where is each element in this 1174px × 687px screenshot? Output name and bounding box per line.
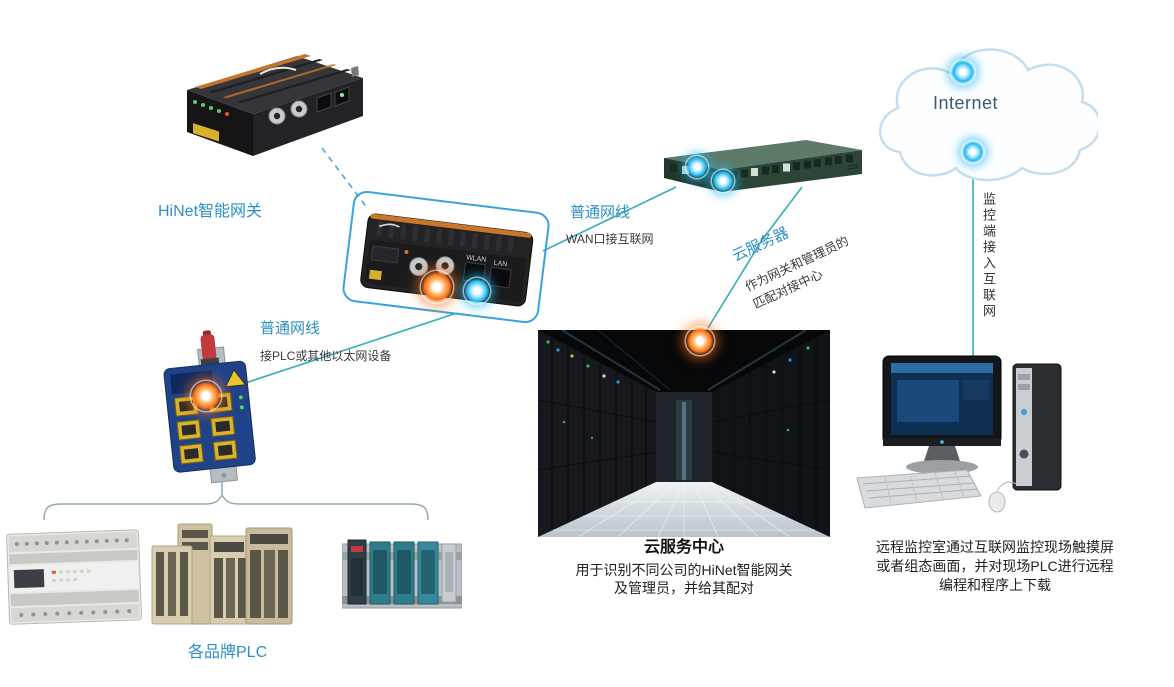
industrial-switch-illustration (163, 330, 256, 484)
keyboard (856, 469, 982, 509)
plc-white-illustration (6, 529, 142, 625)
rack-switch-illustration (664, 140, 862, 192)
internet-label: Internet (933, 93, 999, 113)
cloud-center-text: 云服务中心 用于识别不同公司的HiNet智能网关 及管理员，并给其配对 (538, 537, 830, 598)
line-gateway-to-switch (542, 186, 677, 252)
cable-label-top: 普通网线 (570, 204, 631, 221)
cloud-center-title: 云服务中心 (643, 539, 724, 556)
internet-cloud (866, 30, 1098, 208)
desktop-computer-illustration (856, 355, 1062, 513)
line-switch-to-gateway (205, 312, 458, 397)
remote-desc3: 编程和程序上下载 (939, 576, 1051, 593)
remote-desc2: 或者组态画面，并对现场PLC进行远程 (876, 557, 1114, 574)
terminal-block (368, 269, 382, 281)
warning-label (193, 123, 219, 142)
hinet-gateway-illustration (187, 54, 363, 156)
plc-brands-label: 各品牌PLC (188, 644, 268, 661)
rack-switch-device (660, 136, 865, 196)
server-room-illustration (538, 330, 830, 537)
gateway-highlight-box (340, 189, 552, 325)
cloud-illustration (879, 48, 1098, 182)
lan-port (488, 266, 512, 289)
dashed-callout-line (321, 147, 369, 210)
cloud-center-desc2: 及管理员，并给其配对 (614, 580, 754, 597)
plc-white-device (6, 524, 146, 629)
brand-logo-mark (259, 66, 297, 75)
line-servers-to-switch (699, 186, 803, 342)
lan-port-label: LAN (493, 260, 507, 269)
mouse (988, 491, 1006, 513)
plc-group-brace (43, 493, 429, 521)
plc-beige-device (148, 512, 296, 630)
server-room-photo (538, 330, 830, 537)
hinet-gateway-device (165, 50, 370, 165)
hinet-gateway-label: HiNet智能网关 (158, 203, 263, 220)
industrial-switch-device (156, 330, 276, 485)
ethernet-port (316, 92, 332, 113)
desktop-computer-device (855, 350, 1100, 518)
monitor-access-label: 监控端接入互联网 (981, 192, 996, 320)
plc-nameplate (13, 569, 45, 589)
plc-rack-illustration (342, 539, 462, 609)
cloud-center-desc1: 用于识别不同公司的HiNet智能网关 (575, 561, 793, 578)
remote-monitor-text: 远程监控室通过互联网监控现场触摸屏 或者组态画面，并对现场PLC进行远程 编程和… (845, 538, 1145, 595)
plc-rack-device (342, 526, 462, 622)
cable-label-left: 普通网线 (260, 320, 321, 337)
wlan-port-label: WLAN (466, 254, 487, 263)
brand-logo-mark (379, 223, 400, 228)
antenna-connector (351, 66, 359, 77)
plc-cable-note-label: 接PLC或其他以太网设备 (260, 349, 392, 363)
plc-beige-illustration (151, 523, 293, 625)
hazard-label (224, 368, 247, 388)
device-info-label (370, 245, 400, 264)
wan-note-label: WAN口接互联网 (566, 232, 654, 246)
remote-desc1: 远程监控室通过互联网监控现场触摸屏 (876, 539, 1114, 555)
antenna (200, 334, 217, 361)
